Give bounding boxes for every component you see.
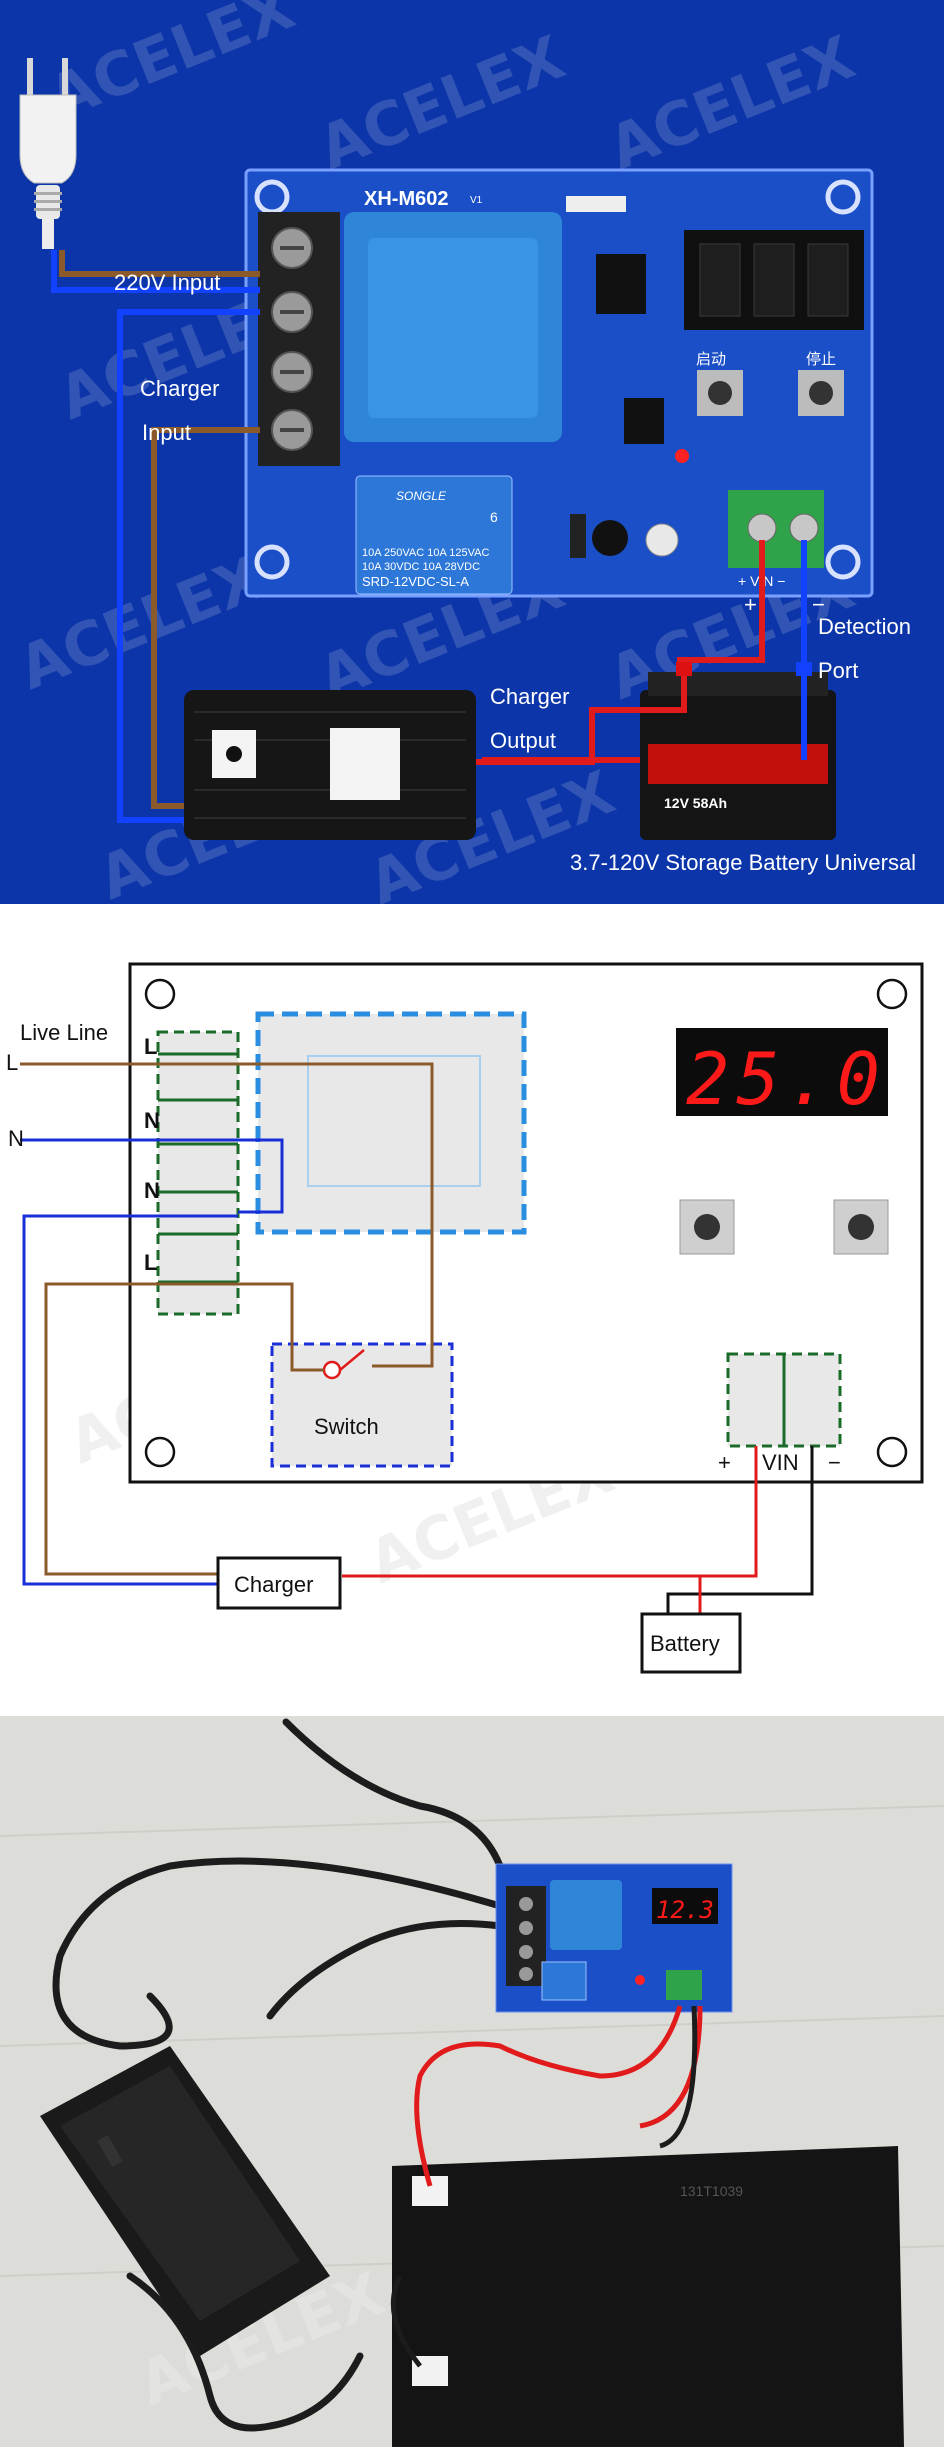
schematic-svg: ACELEX ACELEX ACELEX ACELEX ACELEX L N N… xyxy=(6,957,924,1674)
label-charger-output-bottom: Output xyxy=(490,728,556,753)
storage-battery-photo: 131T1039 xyxy=(392,2146,904,2447)
power-plug xyxy=(19,58,77,249)
charger-brick xyxy=(40,2046,330,2356)
label-battery-universal: 3.7-120V Storage Battery Universal xyxy=(570,850,916,875)
watermark: ACELEX xyxy=(9,543,273,704)
label-charger-input: Input xyxy=(142,420,191,445)
stop-button-label: 停止 xyxy=(806,350,836,368)
wiring-illustration-svg: ACELEX ACELEX ACELEX ACELEX ACELEX ACELE… xyxy=(9,0,916,904)
watermark: ACELEX xyxy=(309,23,573,184)
storage-battery: 12V 58Ah xyxy=(640,662,836,840)
terminal-letter: L xyxy=(144,1034,157,1059)
xh-m602-board-photo: 12.3 xyxy=(495,1863,733,2013)
battery-rating: 12V 58Ah xyxy=(664,795,727,811)
relay-number: 6 xyxy=(490,509,498,525)
label-plus: + xyxy=(744,592,757,617)
wiring-illustration-panel: ACELEX ACELEX ACELEX ACELEX ACELEX ACELE… xyxy=(0,0,944,904)
switch-box xyxy=(270,1342,454,1468)
terminal-letter: L xyxy=(144,1250,157,1275)
photo-panel: ACELEX ACELEX ACELEX 12.3 131T1039 xyxy=(0,1716,944,2447)
transformer-outline xyxy=(255,1011,527,1235)
label-220v-input: 220V Input xyxy=(114,270,220,295)
label-minus: − xyxy=(812,592,825,617)
schematic-diagram-panel: ACELEX ACELEX ACELEX ACELEX ACELEX L N N… xyxy=(0,904,944,1716)
label-live-line: Live Line xyxy=(20,1020,108,1045)
board-version-label: V1 xyxy=(470,195,483,206)
label-l-left: L xyxy=(6,1050,18,1075)
photo-display-value: 12.3 xyxy=(656,1896,714,1924)
label-charger-output-top: Charger xyxy=(490,684,569,709)
terminal-block xyxy=(156,1030,240,1316)
label-charger: Charger xyxy=(234,1572,313,1597)
battery-code: 131T1039 xyxy=(680,2183,743,2199)
board-model-label: XH-M602 xyxy=(364,188,448,210)
relay-spec-line: SRD-12VDC-SL-A xyxy=(362,574,469,589)
relay-brand: SONGLE xyxy=(396,489,447,503)
cables xyxy=(52,1718,536,2432)
plus-label: + xyxy=(718,1450,731,1475)
xh-m602-board: XH-M602 V1 SONGLE 6 10A 250VAC 10A 125VA… xyxy=(244,168,874,598)
schematic-wires xyxy=(20,1062,814,1616)
label-n-left: N xyxy=(8,1126,24,1151)
label-detection-port: Port xyxy=(818,658,858,683)
label-detection: Detection xyxy=(818,614,911,639)
start-button-label: 启动 xyxy=(696,350,726,368)
label-charger: Charger xyxy=(140,376,219,401)
label-battery: Battery xyxy=(650,1631,720,1656)
terminal-letter: N xyxy=(144,1178,160,1203)
red-wires xyxy=(414,2005,703,2187)
charger-device xyxy=(184,690,476,840)
charger-box xyxy=(216,1556,342,1610)
vin-label: VIN xyxy=(762,1450,799,1475)
photo-svg: ACELEX ACELEX ACELEX 12.3 131T1039 xyxy=(0,1716,944,2447)
label-switch: Switch xyxy=(314,1414,379,1439)
watermark: ACELEX xyxy=(39,0,303,134)
battery-box xyxy=(640,1612,742,1674)
relay-spec-line: 10A 30VDC 10A 28VDC xyxy=(362,561,480,573)
seven-segment-display xyxy=(676,1028,888,1116)
watermark: ACELEX xyxy=(599,23,863,184)
relay-spec-line: 10A 250VAC 10A 125VAC xyxy=(362,547,489,559)
terminal-letter: N xyxy=(144,1108,160,1133)
minus-label: − xyxy=(828,1450,841,1475)
